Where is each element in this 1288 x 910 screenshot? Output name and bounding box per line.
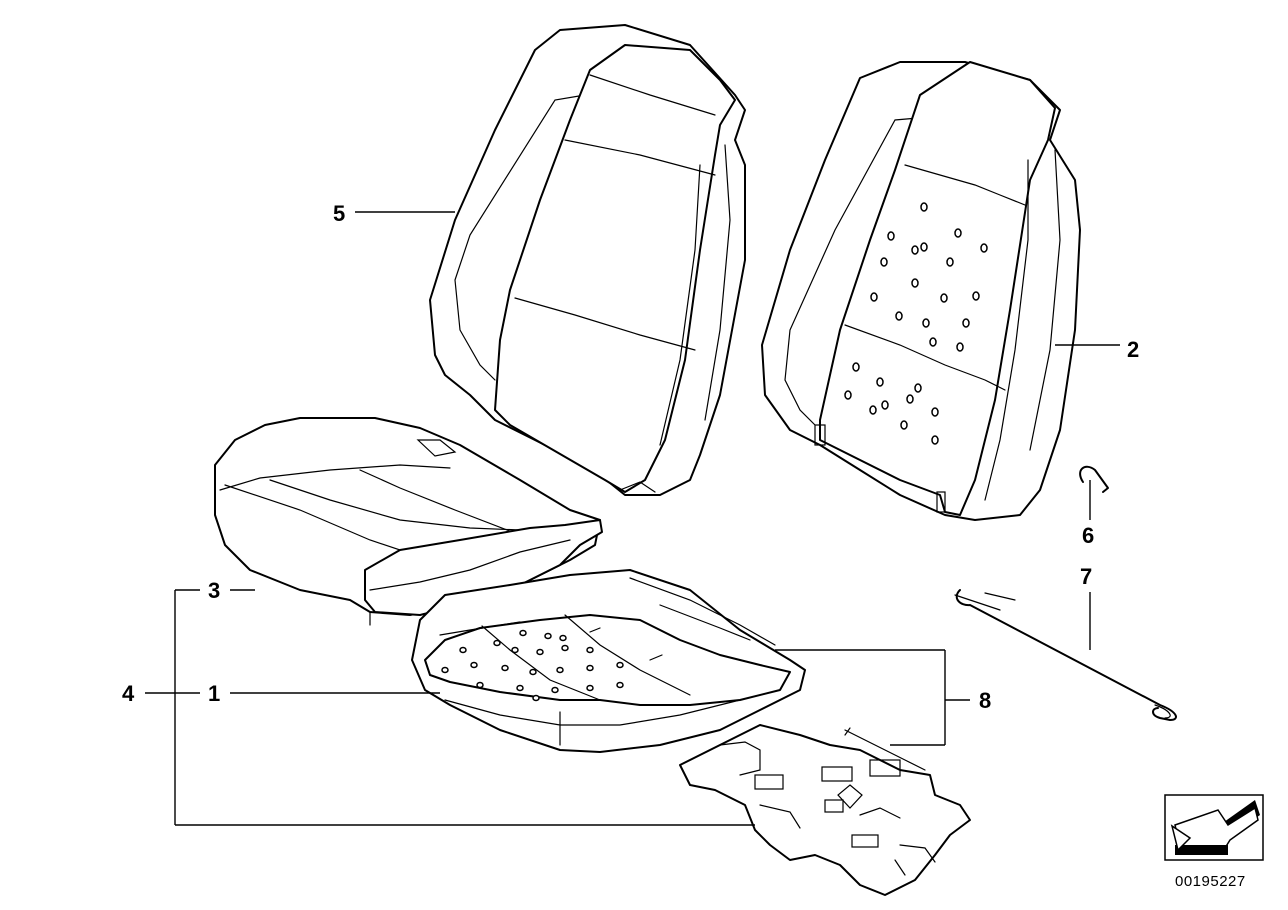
- wire-clip: [1079, 465, 1109, 493]
- perforation-holes-upper: [870, 202, 988, 352]
- callout-5: 5: [333, 201, 345, 226]
- leader-lines: [145, 211, 1120, 826]
- backrest-cover: [429, 24, 746, 496]
- tension-wire: [954, 589, 1177, 721]
- callout-4: 4: [122, 681, 135, 706]
- seat-base-plate: [679, 724, 971, 896]
- backrest-pad: [761, 61, 1081, 521]
- reference-number: 00195227: [1175, 873, 1246, 890]
- callout-1: 1: [208, 681, 220, 706]
- direction-arrow-icon: [1164, 794, 1264, 861]
- callout-6: 6: [1082, 523, 1094, 548]
- perforation-holes-lower: [844, 362, 939, 445]
- callout-2: 2: [1127, 337, 1139, 362]
- seat-cover: [214, 417, 603, 626]
- seat-perforation-holes: [441, 629, 624, 702]
- seat-pad: [411, 569, 806, 753]
- callout-3: 3: [208, 578, 220, 603]
- callout-7: 7: [1080, 564, 1092, 589]
- callout-8: 8: [979, 688, 991, 713]
